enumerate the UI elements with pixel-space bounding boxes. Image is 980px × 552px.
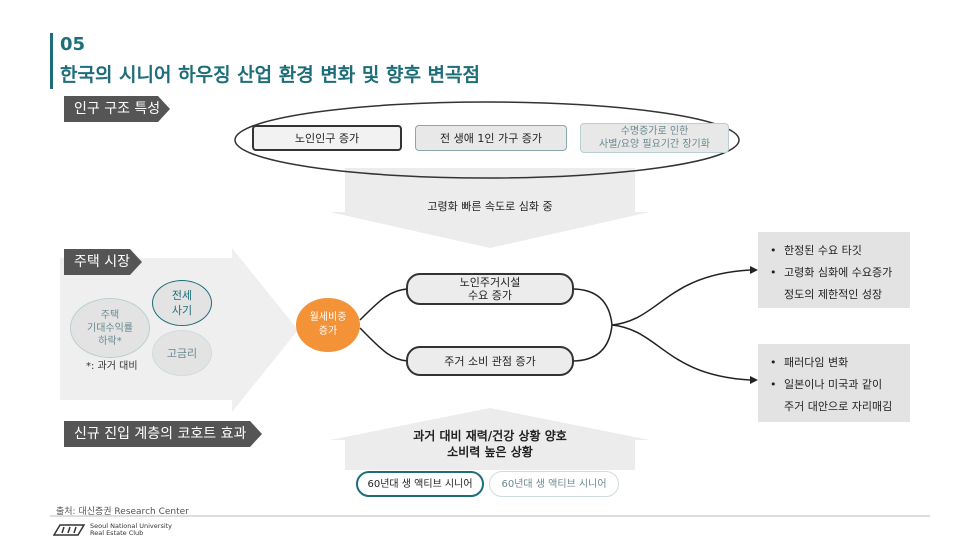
circle-jeonse-fraud: 전세 사기 [152, 280, 212, 326]
branch-curve-bottom [571, 324, 613, 362]
section-number: 05 [60, 34, 86, 55]
cohort-text: 과거 대비 재력/건강 상황 양호 소비력 높은 상황 [413, 429, 567, 459]
club-name: Seoul National University Real Estate Cl… [90, 522, 173, 537]
down-arrow [330, 168, 650, 248]
outcome-arrow-top [611, 269, 751, 326]
circle-high-rate: 고금리 [152, 330, 212, 376]
source-note: 출처: 대신증권 Research Center [56, 507, 189, 517]
outcome-arrow-bottom [611, 324, 751, 381]
up-arrow [330, 408, 650, 470]
node-monthly-rent-share: 월세비중 증가 [296, 298, 360, 352]
circle-expected-return: 주택 기대수익률 하락* [70, 298, 150, 358]
node-consumption-view: 주거 소비 관점 증가 [406, 346, 574, 376]
branch-curve-top [571, 288, 613, 326]
list-item: 주거 대안으로 자리매김 [784, 400, 893, 413]
node-senior-housing-demand: 노인주거시설 수요 증가 [406, 273, 574, 305]
title-accent-bar [50, 33, 53, 89]
pill-active-senior-secondary: 60년대 생 액티브 시니어 [489, 471, 619, 497]
label-housing-market: 주택 시장 [64, 249, 142, 275]
outcome-card-paradigm: •패러다임 변화 •일본이나 미국과 같이 주거 대안으로 자리매김 [758, 344, 910, 422]
item-elderly-increase: 노인인구 증가 [252, 125, 402, 151]
list-item: •일본이나 미국과 같이 [770, 378, 883, 391]
item-longevity: 수명증가로 인한 사별/요양 필요기간 장기화 [580, 123, 729, 153]
connector-bottom [359, 327, 409, 362]
outcome-arrowhead-bottom [750, 376, 758, 384]
outcome-arrowhead-top [750, 266, 758, 274]
club-logo-icon [52, 522, 86, 536]
aging-text: 고령화 빠른 속도로 심화 중 [427, 200, 553, 213]
outcome-card-limited: •한정된 수요 타깃 •고령화 심화에 수요증가 정도의 제한적인 성장 [758, 232, 910, 308]
label-population: 인구 구조 특성 [64, 96, 170, 122]
population-ellipse [234, 101, 740, 179]
footnote-past: *: 과거 대비 [86, 361, 138, 372]
connector-top [359, 288, 409, 321]
list-item: •고령화 심화에 수요증가 [770, 266, 893, 279]
item-single-household: 전 생애 1인 가구 증가 [415, 125, 567, 151]
list-item: •한정된 수요 타깃 [770, 244, 862, 257]
pill-active-senior-primary: 60년대 생 액티브 시니어 [356, 471, 484, 497]
page-title: 한국의 시니어 하우징 산업 환경 변화 및 향후 변곡점 [60, 64, 480, 86]
list-item: 정도의 제한적인 성장 [784, 288, 883, 301]
list-item: •패러다임 변화 [770, 356, 849, 369]
label-cohort: 신규 진입 계층의 코호트 효과 [64, 421, 262, 447]
